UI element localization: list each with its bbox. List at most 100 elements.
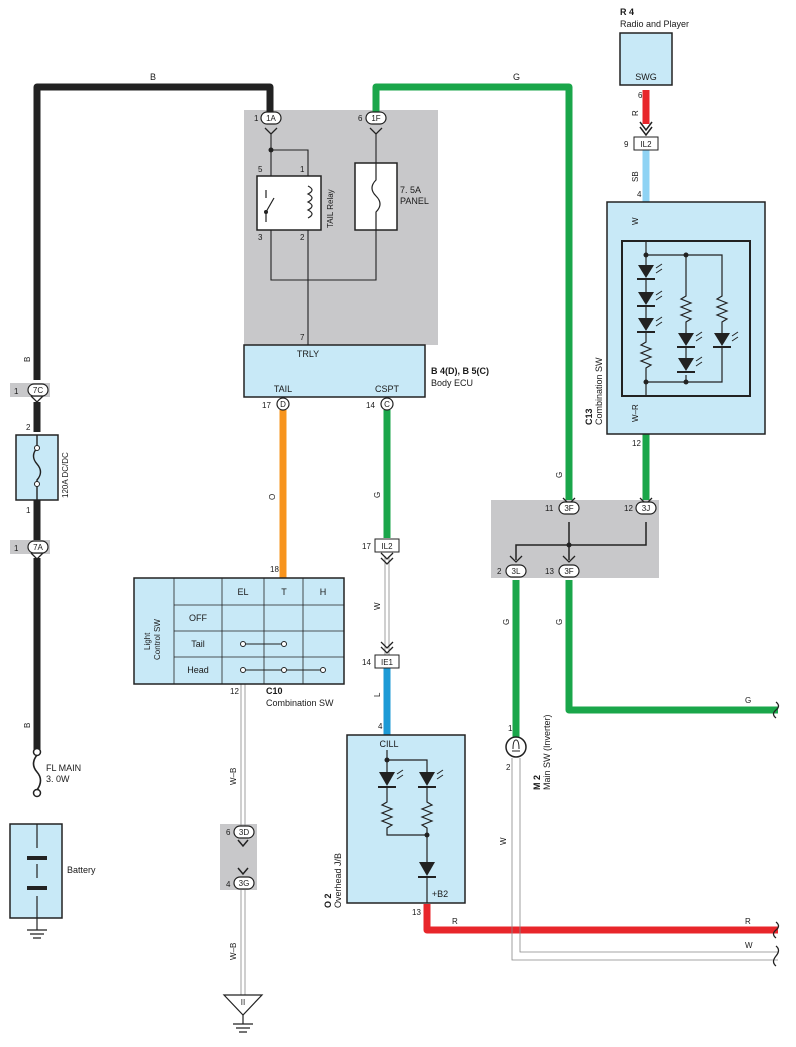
arrow-7a	[30, 552, 44, 560]
c10-name: Combination SW	[266, 698, 334, 708]
wire-label-tail-o: O	[268, 494, 277, 500]
radio-terminal: SWG	[635, 72, 657, 82]
connector-il2-top	[633, 136, 659, 151]
o2-b2: +B2	[432, 889, 448, 899]
radio-name: Radio and Player	[620, 19, 689, 29]
ground-c10-label: II	[241, 998, 245, 1007]
light-sw-col-h: H	[320, 587, 327, 597]
connector-3f-a	[558, 501, 580, 515]
wire-label-left-b-upper: B	[23, 357, 32, 362]
arrow-7c	[30, 395, 44, 403]
connector-3l-label: 3L	[512, 567, 521, 576]
battery-plate-1	[27, 856, 47, 860]
tail-relay-contact-dot	[264, 210, 268, 214]
wire-label-bottom-w: W	[745, 941, 753, 950]
o2-led-rays	[396, 769, 444, 780]
wire-break-g	[772, 701, 780, 719]
pin-3f-13: 13	[545, 567, 554, 576]
wire-label-right-g-end: G	[745, 696, 751, 705]
fl-main-rating: 3. 0W	[46, 774, 70, 784]
connector-d	[276, 397, 290, 411]
combo-c13-name: Combination SW	[594, 357, 604, 425]
pin-3j-12: 12	[624, 504, 633, 513]
combo-c13-led-rays	[655, 263, 739, 367]
wire-green-3f-right	[565, 580, 778, 714]
light-sw-grid	[173, 578, 344, 684]
tail-relay-coil	[306, 185, 313, 219]
o2-cill: CILL	[379, 739, 398, 749]
body-ecu-cspt: CSPT	[375, 384, 400, 394]
connector-3f-b-label: 3F	[564, 567, 573, 576]
relay-pin-1: 1	[300, 165, 305, 174]
o2-circuit	[380, 750, 434, 903]
pin-fuse120-bot: 1	[26, 506, 31, 515]
light-sw-col-el: EL	[237, 587, 248, 597]
fl-main-symbol	[32, 754, 42, 791]
o2-node-bot	[424, 832, 430, 838]
o2-leds	[378, 772, 436, 878]
trly-pin-7: 7	[300, 333, 305, 342]
connector-3f-b	[558, 564, 580, 578]
pin-3l-2: 2	[497, 567, 502, 576]
junction-dot	[566, 542, 572, 548]
combo-c13-node-a	[643, 252, 649, 258]
relay-pin-5: 5	[258, 165, 263, 174]
ground-c10-triangle	[222, 994, 264, 1016]
body-ecu-name: Body ECU	[431, 378, 473, 388]
connector-c-label: C	[384, 400, 390, 409]
wire-label-il2-w: W	[373, 602, 382, 610]
pin-m2-1: 1	[508, 724, 513, 733]
light-sw-row-head: Head	[187, 665, 209, 675]
light-sw-contacts	[240, 641, 326, 673]
connector-il2-mid	[374, 538, 400, 553]
wire-label-right-g-3l: G	[502, 619, 511, 625]
connector-1a	[260, 111, 282, 125]
connector-ie1-label: IE1	[381, 658, 394, 667]
connector-ie1	[374, 654, 400, 669]
fl-main-dot-bot	[32, 788, 42, 798]
m2-symbol-inner	[512, 739, 520, 752]
combo-c13-node-d	[683, 379, 689, 385]
pin-combo-4: 4	[637, 190, 642, 199]
pin-tail-17: 17	[262, 401, 271, 410]
c10-id: C10	[266, 686, 283, 696]
combo-c13-leds	[637, 265, 731, 373]
connector-il2-top-label: IL2	[640, 140, 652, 149]
connector-7c-label: 7C	[33, 386, 43, 395]
wire-white-il2-ie1	[384, 556, 390, 655]
wire-label-bottom-r-left: R	[452, 917, 458, 926]
battery-plate-2	[27, 886, 47, 890]
body-ecu-tail: TAIL	[274, 384, 292, 394]
m2-name: Main SW (Inverter)	[542, 714, 552, 790]
pin-m2-2: 2	[506, 763, 511, 772]
wire-break-r	[772, 921, 780, 939]
connector-1a-label: 1A	[266, 114, 276, 123]
wire-label-combo-w: W	[631, 217, 640, 225]
wire-wb-3g-ground	[240, 890, 246, 995]
pin-7a: 1	[14, 544, 19, 553]
o2-box	[346, 734, 466, 904]
o2-node-top	[384, 757, 390, 763]
body-ecu-box	[243, 344, 426, 398]
connector-il2-mid-label: IL2	[381, 542, 393, 551]
connector-3g	[233, 876, 255, 890]
relay-pin-2: 2	[300, 233, 305, 242]
combo-c13-node-b	[683, 252, 689, 258]
relay-pin-3: 3	[258, 233, 263, 242]
wire-white-m2	[511, 758, 778, 961]
connector-3l	[505, 564, 527, 578]
pin-radio-6: 6	[638, 91, 643, 100]
pin-combo-12: 12	[632, 439, 641, 448]
arrow-3l-3f	[509, 555, 576, 563]
relay-node	[268, 147, 274, 153]
combo-c13-id: C13	[584, 408, 594, 425]
wire-label-radio-sb: SB	[631, 171, 640, 182]
light-sw-row-off: OFF	[189, 613, 207, 623]
battery-label: Battery	[67, 865, 96, 875]
connector-3j	[635, 501, 657, 515]
combo-c13-resistors	[639, 262, 729, 382]
combo-c13-node-c	[643, 379, 649, 385]
wire-red-bottom	[423, 904, 778, 934]
connector-1f	[365, 111, 387, 125]
